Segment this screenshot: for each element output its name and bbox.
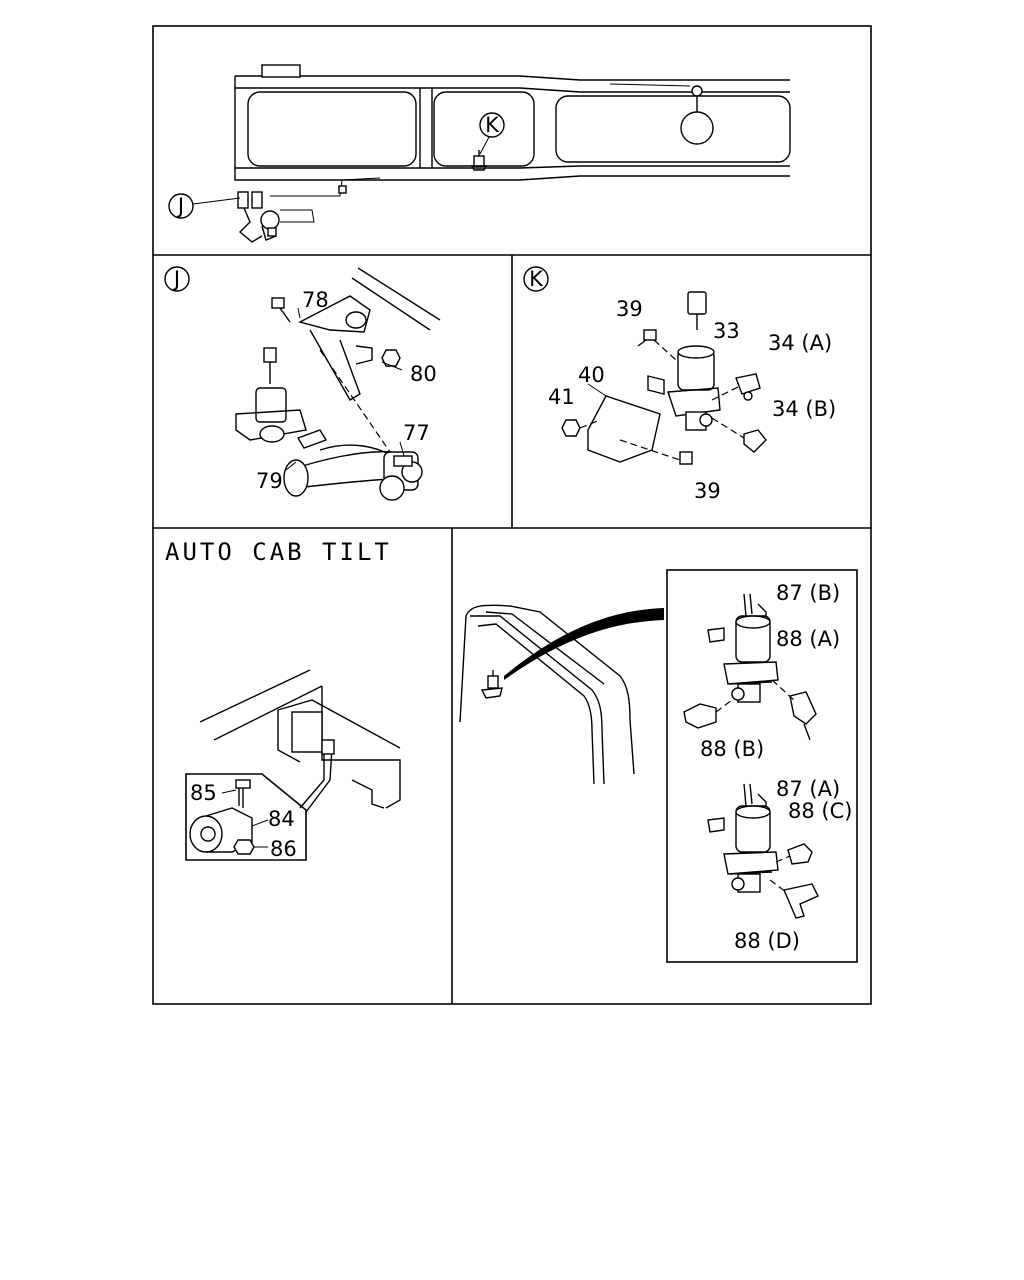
detail-pointer — [504, 608, 664, 680]
valve-detail-box — [666, 569, 858, 963]
callout-j-panel-label: J — [172, 267, 180, 291]
chassis-overview-panel: K J — [168, 64, 791, 243]
auto-cab-tilt-title: AUTO CAB TILT — [165, 538, 392, 566]
callout-k-panel — [523, 266, 549, 292]
part-label-88c: 88 (C) — [788, 799, 852, 823]
part-label-88d: 88 (D) — [734, 929, 800, 953]
part-label-41: 41 — [548, 385, 575, 409]
panel-j: J — [164, 266, 441, 501]
part-label-85: 85 — [190, 781, 217, 805]
callout-k-top-label: K — [485, 113, 500, 137]
part-label-87a: 87 (A) — [776, 777, 840, 801]
solenoid-valve-j — [235, 347, 307, 443]
horn-assembly-overview — [237, 191, 280, 243]
diagram-frame — [152, 25, 872, 1005]
part-label-88b: 88 (B) — [700, 737, 764, 761]
callout-j-top: J — [168, 193, 241, 219]
callout-k-panel-label: K — [529, 267, 544, 291]
part-label-39-top: 39 — [616, 297, 643, 321]
part-label-79: 79 — [256, 469, 283, 493]
part-label-88a: 88 (A) — [776, 627, 840, 651]
part-label-86: 86 — [270, 837, 297, 861]
panel-auto-cab-tilt: AUTO CAB TILT 85 — [165, 538, 401, 861]
callout-k-top: K — [479, 112, 505, 155]
part-label-87b: 87 (B) — [776, 581, 840, 605]
part-label-34a: 34 (A) — [768, 331, 832, 355]
solenoid-valve-87b — [707, 593, 779, 703]
bolt-78 — [271, 297, 291, 323]
part-label-77: 77 — [403, 421, 430, 445]
panel-k: K 39 33 34 (A) 40 — [523, 266, 836, 503]
inset-84-85-86 — [185, 773, 307, 861]
part-label-84: 84 — [268, 807, 295, 831]
solenoid-valve-87a — [707, 783, 779, 893]
air-horn-77 — [283, 444, 423, 501]
part-label-34b: 34 (B) — [772, 397, 836, 421]
part-label-33: 33 — [713, 319, 740, 343]
part-label-78: 78 — [302, 288, 329, 312]
callout-j-top-label: J — [176, 194, 184, 218]
part-label-40: 40 — [578, 363, 605, 387]
part-label-80: 80 — [410, 362, 437, 386]
panel-cab-valves: 87 (B) 88 (A) 88 (B) 87 (A) 88 (C) 88 (D… — [459, 569, 858, 963]
valve-overview — [470, 150, 488, 171]
part-label-39-bottom: 39 — [694, 479, 721, 503]
cab-valve-small — [480, 670, 503, 699]
callout-j-panel — [164, 266, 190, 292]
solenoid-valve-33 — [667, 345, 721, 431]
